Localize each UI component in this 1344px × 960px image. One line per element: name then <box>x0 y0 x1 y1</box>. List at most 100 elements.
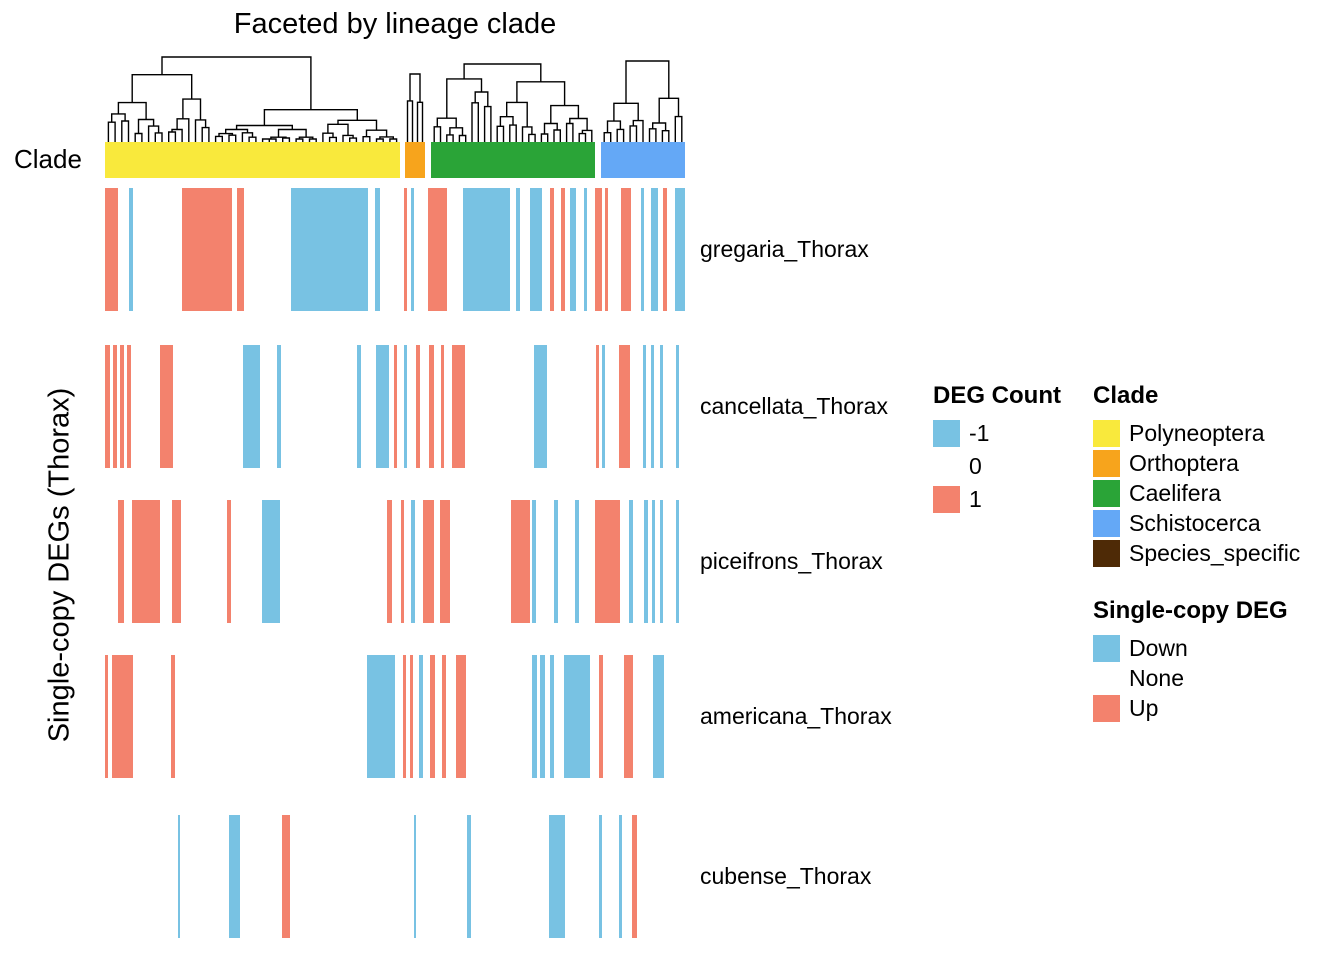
deg-down-stripe <box>643 345 646 468</box>
deg-up-stripe <box>442 655 446 778</box>
deg-up-stripe <box>127 345 131 468</box>
heatmap-row-cancellata_Thorax <box>105 345 685 468</box>
deg-up-stripe <box>118 500 124 623</box>
deg-up-stripe <box>619 345 630 468</box>
deg-down-stripe <box>584 188 587 311</box>
deg-up-stripe <box>561 188 565 311</box>
deg-up-stripe <box>511 500 530 623</box>
deg-down-stripe <box>229 815 240 938</box>
clade-segment-schistocerca <box>601 142 685 178</box>
legend-entry-label: Down <box>1129 635 1188 661</box>
deg-up-stripe <box>172 500 181 623</box>
row-label-cancellata_Thorax: cancellata_Thorax <box>700 393 888 419</box>
deg-up-stripe <box>410 655 413 778</box>
chart-title: Faceted by lineage clade <box>233 8 557 40</box>
heatmap-row-piceifrons_Thorax <box>105 500 685 623</box>
deg-up-stripe <box>441 345 444 468</box>
deg-down-stripe <box>243 345 260 468</box>
deg-down-stripe <box>660 500 663 623</box>
legend-title: Single-copy DEG <box>1093 597 1288 624</box>
legend-entry-0: 0 <box>933 453 1061 480</box>
deg-down-stripe <box>676 500 679 623</box>
deg-up-stripe <box>440 500 450 623</box>
legend-entry-label: Polyneoptera <box>1129 420 1265 446</box>
deg-down-stripe <box>550 655 554 778</box>
deg-up-stripe <box>105 655 108 778</box>
deg-up-stripe <box>663 188 667 311</box>
clade-track-label: Clade <box>14 144 82 174</box>
deg-up-stripe <box>171 655 175 778</box>
deg-up-stripe <box>423 500 434 623</box>
legend-entry-label: 1 <box>969 486 982 512</box>
deg-down-stripe <box>530 188 542 311</box>
legend-entry-polyneoptera: Polyneoptera <box>1093 420 1300 447</box>
deg-down-stripe <box>262 500 280 623</box>
deg-up-stripe <box>621 188 631 311</box>
legend-swatch <box>1093 635 1120 662</box>
deg-up-stripe <box>428 188 447 311</box>
deg-down-stripe <box>599 815 602 938</box>
deg-down-stripe <box>367 655 395 778</box>
deg-down-stripe <box>375 188 380 311</box>
deg-up-stripe <box>387 500 392 623</box>
deg-down-stripe <box>651 345 654 468</box>
deg-up-stripe <box>132 500 160 623</box>
deg-up-stripe <box>595 188 602 311</box>
deg-up-stripe <box>596 345 599 468</box>
deg-down-stripe <box>651 188 658 311</box>
deg-down-stripe <box>414 815 416 938</box>
row-label-americana_Thorax: americana_Thorax <box>700 703 892 729</box>
legend-entry--1: -1 <box>933 420 1061 447</box>
legend-entry-label: Caelifera <box>1129 480 1222 506</box>
legend-title: DEG Count <box>933 382 1061 409</box>
deg-down-stripe <box>129 188 133 311</box>
legend-entry-none: None <box>1093 665 1288 692</box>
legend-entry-label: Up <box>1129 695 1159 721</box>
clade-annotation-bar <box>105 142 685 178</box>
legend-entry-down: Down <box>1093 635 1288 662</box>
deg-down-stripe <box>277 345 281 468</box>
deg-down-stripe <box>411 188 414 311</box>
legend-entry-orthoptera: Orthoptera <box>1093 450 1300 477</box>
deg-up-stripe <box>394 345 397 468</box>
deg-up-stripe <box>112 655 133 778</box>
deg-up-stripe <box>105 188 118 311</box>
clade-segment-polyneoptera <box>105 142 400 178</box>
row-label-gregaria_Thorax: gregaria_Thorax <box>700 236 869 262</box>
deg-up-stripe <box>237 188 244 311</box>
legend-swatch <box>933 486 960 513</box>
deg-down-stripe <box>532 655 537 778</box>
deg-down-stripe <box>532 500 536 623</box>
deg-up-stripe <box>105 345 110 468</box>
deg-down-stripe <box>602 345 605 468</box>
deg-up-stripe <box>456 655 466 778</box>
deg-down-stripe <box>549 815 565 938</box>
deg-down-stripe <box>676 345 679 468</box>
deg-up-stripe <box>182 188 232 311</box>
deg-up-stripe <box>404 188 407 311</box>
deg-down-stripe <box>467 815 471 938</box>
deg-up-stripe <box>282 815 290 938</box>
legend-swatch <box>1093 480 1120 507</box>
deg-down-stripe <box>570 188 576 311</box>
deg-up-stripe <box>632 815 637 938</box>
deg-down-stripe <box>540 655 545 778</box>
legend-deg-count: DEG Count -1 0 1 <box>933 382 1061 519</box>
deg-down-stripe <box>463 188 510 311</box>
deg-up-stripe <box>550 188 554 311</box>
deg-down-stripe <box>516 188 520 311</box>
deg-up-stripe <box>160 345 173 468</box>
row-label-piceifrons_Thorax: piceifrons_Thorax <box>700 548 883 574</box>
deg-up-stripe <box>401 500 404 623</box>
legend-swatch <box>1093 540 1120 567</box>
legend-entry-label: Orthoptera <box>1129 450 1239 476</box>
deg-up-stripe <box>227 500 231 623</box>
deg-up-stripe <box>416 345 420 468</box>
heatmap-row-gregaria_Thorax <box>105 188 685 311</box>
deg-down-stripe <box>178 815 180 938</box>
legend-swatch <box>1093 695 1120 722</box>
deg-down-stripe <box>644 500 648 623</box>
deg-down-stripe <box>619 815 622 938</box>
deg-down-stripe <box>652 500 655 623</box>
